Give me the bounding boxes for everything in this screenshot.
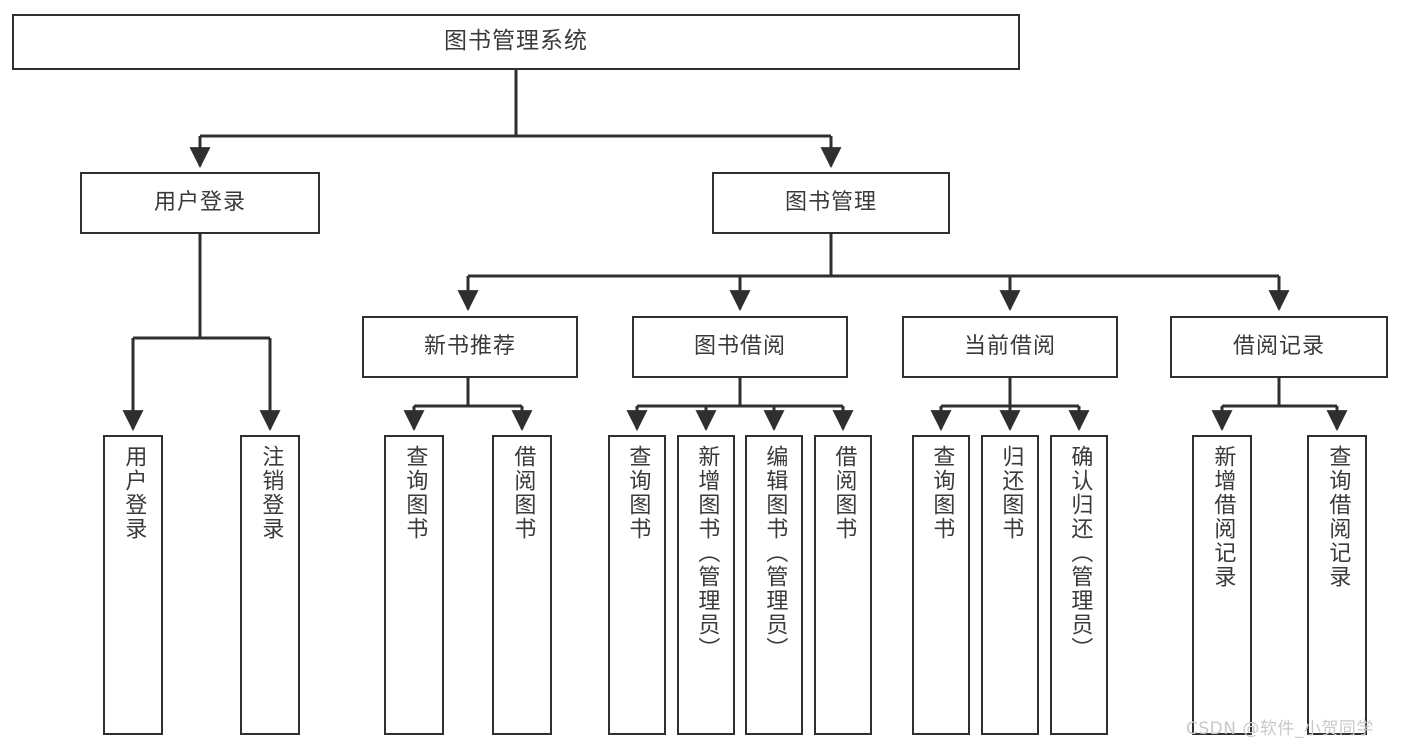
node-user-login[interactable]: 用户登录	[80, 172, 320, 234]
node-label: 借阅图书	[831, 445, 857, 541]
leaf-borrow-add-book-admin[interactable]: 新增图书（管理员）	[677, 435, 735, 735]
node-label: 用户登录	[153, 189, 246, 215]
node-label: 用户登录	[121, 445, 147, 541]
node-label: 新增借阅记录	[1210, 445, 1236, 589]
leaf-record-add-record[interactable]: 新增借阅记录	[1192, 435, 1252, 735]
leaf-current-return-book[interactable]: 归还图书	[981, 435, 1039, 735]
csdn-watermark: CSDN @软件_小贺同学	[1186, 719, 1374, 739]
node-root-system[interactable]: 图书管理系统	[12, 14, 1020, 70]
node-label: 新书推荐	[423, 333, 516, 359]
node-label: 查询图书	[625, 445, 651, 541]
leaf-borrow-borrow-book[interactable]: 借阅图书	[814, 435, 872, 735]
node-book-management[interactable]: 图书管理	[712, 172, 950, 234]
node-label: 查询借阅记录	[1325, 445, 1351, 589]
node-label: 图书管理	[784, 189, 877, 215]
leaf-current-confirm-return-admin[interactable]: 确认归还（管理员）	[1050, 435, 1108, 735]
node-label: 查询图书	[929, 445, 955, 541]
leaf-logout[interactable]: 注销登录	[240, 435, 300, 735]
node-label: 图书管理系统	[444, 28, 588, 55]
leaf-borrow-edit-book-admin[interactable]: 编辑图书（管理员）	[745, 435, 803, 735]
leaf-current-query-book[interactable]: 查询图书	[912, 435, 970, 735]
node-label: 新增图书（管理员）	[694, 445, 720, 661]
leaf-borrow-query-book[interactable]: 查询图书	[608, 435, 666, 735]
node-borrow-record[interactable]: 借阅记录	[1170, 316, 1388, 378]
leaf-record-query-record[interactable]: 查询借阅记录	[1307, 435, 1367, 735]
node-label: 借阅记录	[1232, 333, 1325, 359]
leaf-recommend-query-book[interactable]: 查询图书	[384, 435, 444, 735]
node-label: 编辑图书（管理员）	[762, 445, 788, 661]
leaf-user-login[interactable]: 用户登录	[103, 435, 163, 735]
leaf-recommend-borrow-book[interactable]: 借阅图书	[492, 435, 552, 735]
node-label: 图书借阅	[693, 333, 786, 359]
node-current-borrow[interactable]: 当前借阅	[902, 316, 1118, 378]
node-label: 归还图书	[998, 445, 1024, 541]
node-label: 借阅图书	[510, 445, 536, 541]
node-label: 确认归还（管理员）	[1067, 445, 1093, 661]
node-label: 查询图书	[402, 445, 428, 541]
node-new-book-recommend[interactable]: 新书推荐	[362, 316, 578, 378]
node-book-borrow[interactable]: 图书借阅	[632, 316, 848, 378]
node-label: 注销登录	[258, 445, 284, 541]
node-label: 当前借阅	[963, 333, 1056, 359]
